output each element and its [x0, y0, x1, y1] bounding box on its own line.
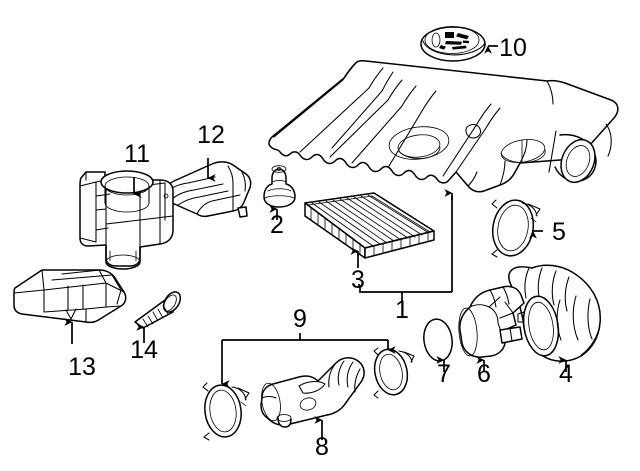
- callout-label-3: 3: [351, 266, 365, 294]
- leader-1: [358, 189, 453, 302]
- part-hose-clamp-right: [373, 347, 415, 399]
- callout-label-1: 1: [395, 296, 409, 324]
- leader-9: [221, 333, 396, 388]
- callout-label-9: 9: [293, 305, 307, 333]
- callout-label-13: 13: [68, 353, 96, 381]
- part-self-tapping-screw: [134, 291, 182, 329]
- part-air-cleaner-assembly: [268, 59, 619, 193]
- part-sensor-seal-oring: [423, 318, 453, 362]
- part-air-cleaner-housing-lower: [79, 170, 174, 270]
- part-hose-clamp-left: [202, 382, 250, 441]
- callout-label-7: 7: [437, 360, 451, 388]
- part-air-cleaner-cover-upper: [165, 161, 252, 218]
- callout-label-2: 2: [270, 211, 284, 239]
- callout-label-10: 10: [499, 34, 527, 62]
- part-rubber-mount-grommet: [263, 165, 296, 208]
- callout-label-8: 8: [315, 433, 329, 461]
- part-vw-emblem-badge: [420, 26, 486, 62]
- part-intake-air-hose: [260, 357, 365, 428]
- callout-label-12: 12: [197, 121, 225, 149]
- callout-label-5: 5: [552, 218, 566, 246]
- part-mass-air-flow-sensor: [458, 285, 525, 358]
- callout-label-6: 6: [477, 360, 491, 388]
- callout-label-4: 4: [559, 360, 573, 388]
- part-hose-clamp-upper: [491, 199, 541, 258]
- part-air-intake-duct-elbow: [508, 264, 601, 362]
- part-air-inlet-duct-scoop: [13, 269, 127, 324]
- callout-label-11: 11: [124, 140, 150, 168]
- callout-label-14: 14: [130, 336, 158, 364]
- part-air-filter-element: [304, 192, 435, 259]
